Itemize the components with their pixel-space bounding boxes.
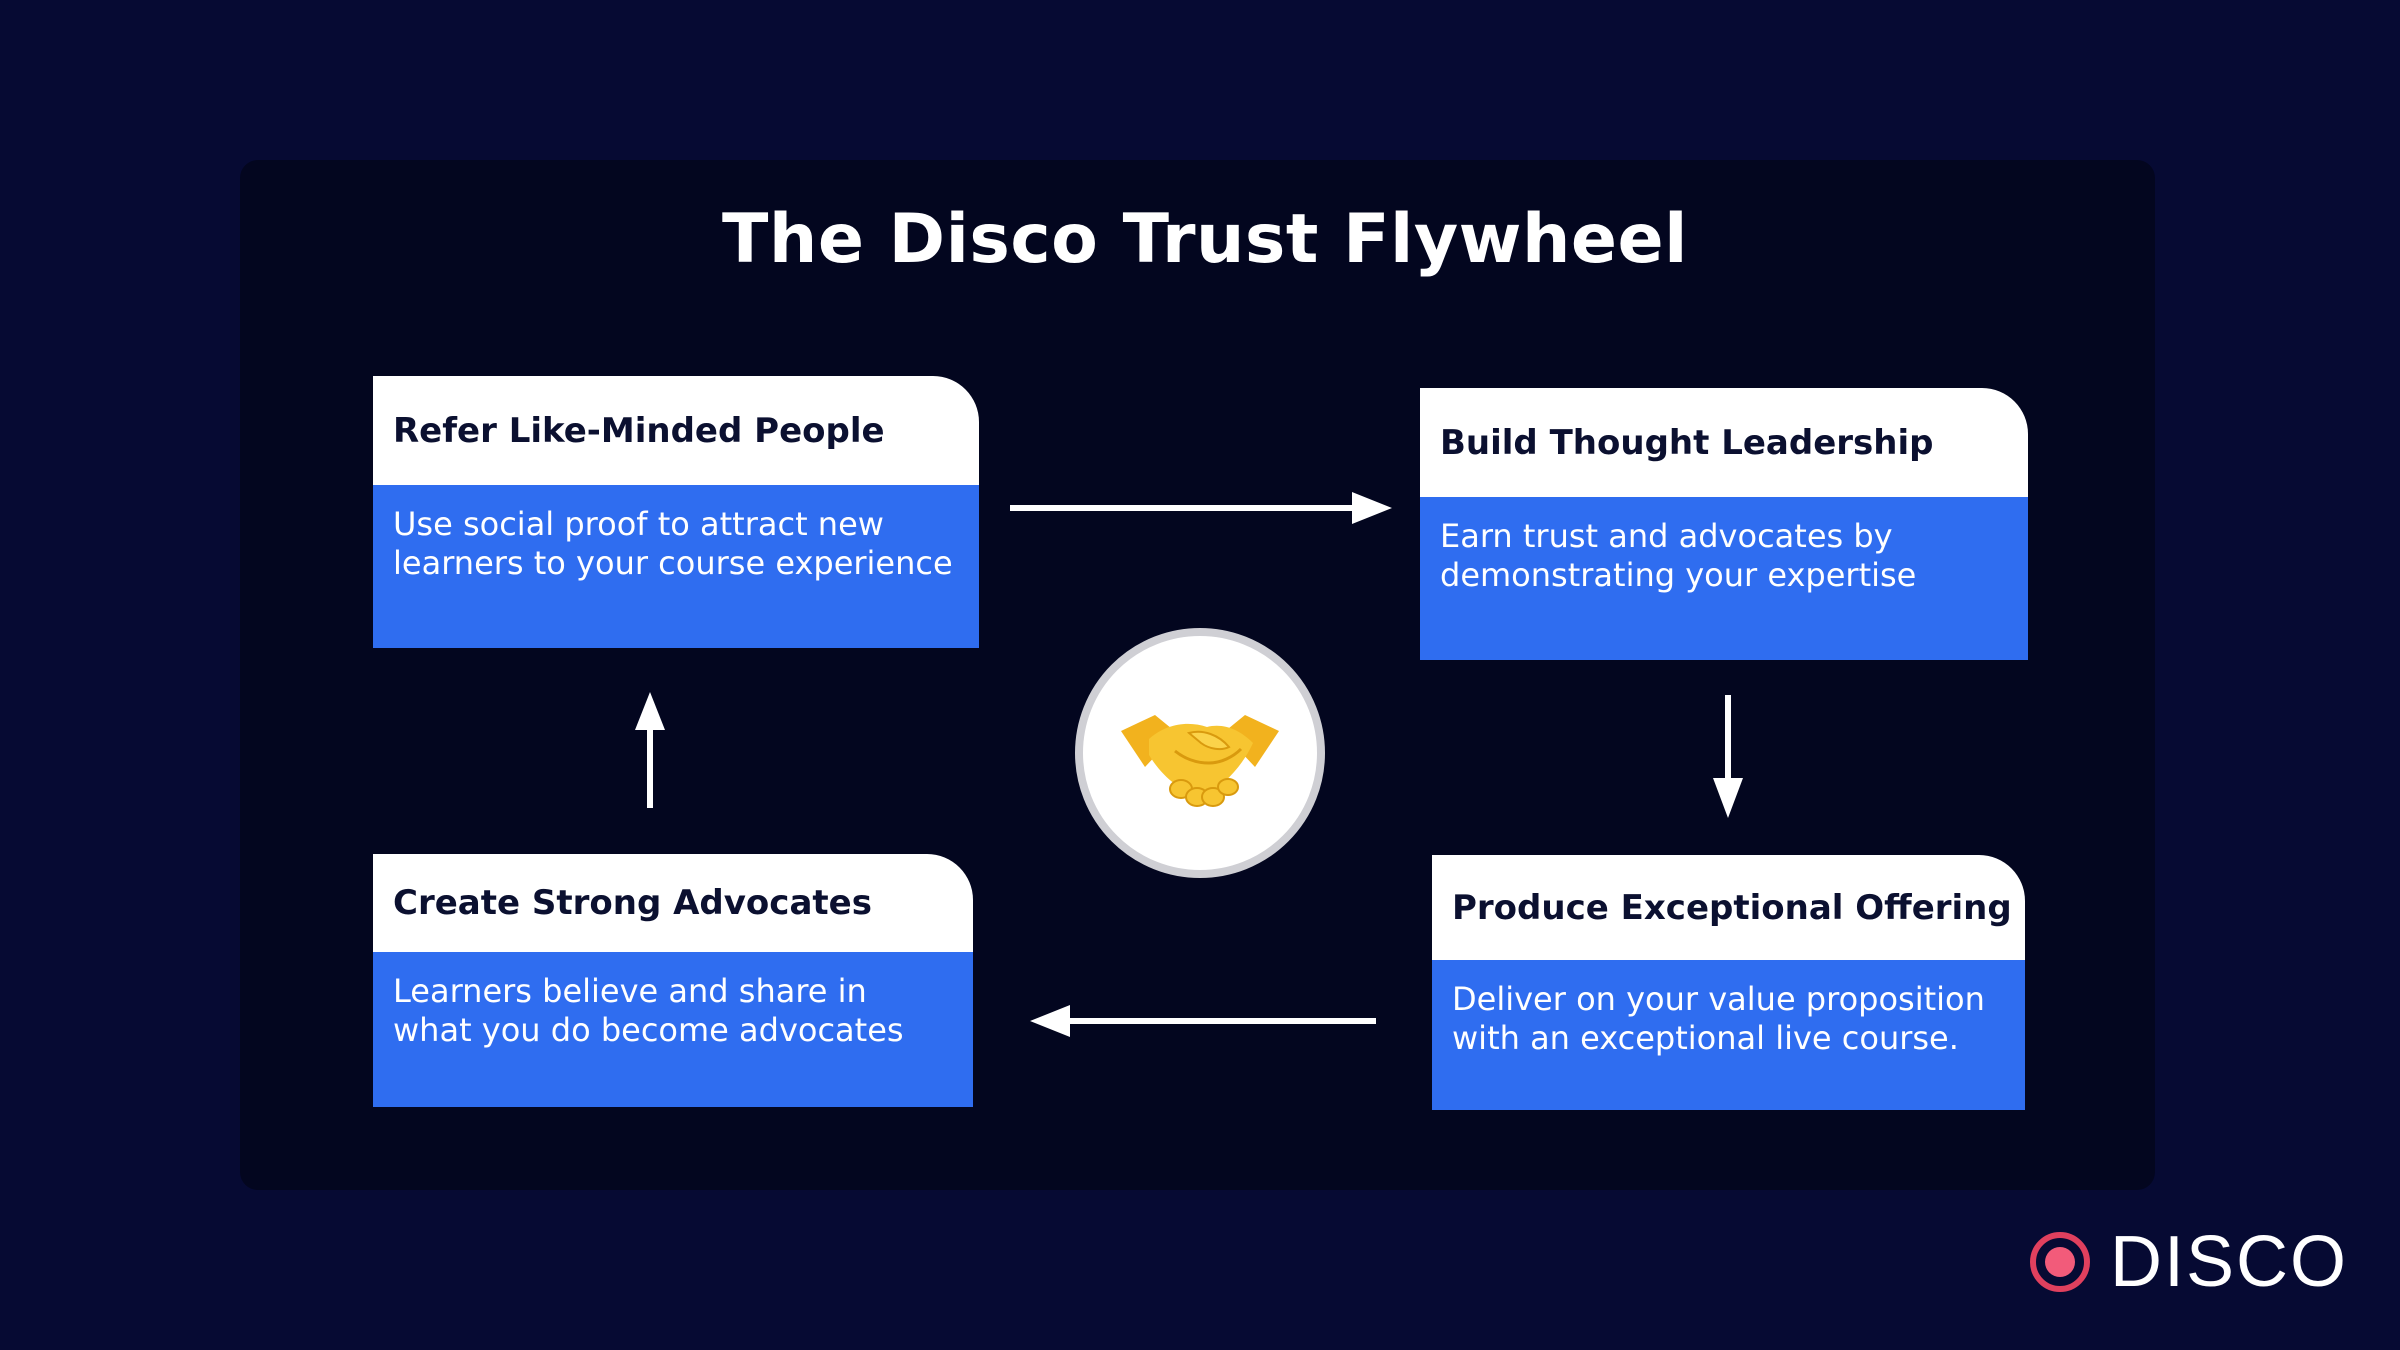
arrow-produce-to-create bbox=[1030, 1005, 1376, 1037]
arrow-create-to-refer bbox=[635, 692, 665, 808]
brand-name: DISCO bbox=[2110, 1222, 2349, 1302]
brand-logo: DISCO bbox=[2030, 1220, 2348, 1304]
card-build: Build Thought Leadership Earn trust and … bbox=[1420, 388, 2028, 660]
page-title: The Disco Trust Flywheel bbox=[722, 200, 1688, 279]
card-description: Earn trust and advocates by demonstratin… bbox=[1420, 497, 2028, 660]
arrow-refer-to-build bbox=[1010, 492, 1392, 524]
card-heading: Create Strong Advocates bbox=[373, 854, 973, 952]
brand-dot-icon bbox=[2030, 1232, 2090, 1292]
card-refer: Refer Like-Minded People Use social proo… bbox=[373, 376, 979, 648]
card-description: Use social proof to attract new learners… bbox=[373, 485, 979, 648]
card-heading: Produce Exceptional Offering bbox=[1432, 855, 2025, 960]
center-badge bbox=[1075, 628, 1325, 878]
arrow-build-to-produce bbox=[1713, 695, 1743, 818]
card-heading: Refer Like-Minded People bbox=[373, 376, 979, 485]
card-description: Learners believe and share in what you d… bbox=[373, 952, 973, 1107]
card-heading: Build Thought Leadership bbox=[1420, 388, 2028, 497]
handshake-icon bbox=[1121, 715, 1279, 807]
card-description: Deliver on your value proposition with a… bbox=[1432, 960, 2025, 1110]
card-create: Create Strong Advocates Learners believe… bbox=[373, 854, 973, 1107]
card-produce: Produce Exceptional Offering Deliver on … bbox=[1432, 855, 2025, 1110]
